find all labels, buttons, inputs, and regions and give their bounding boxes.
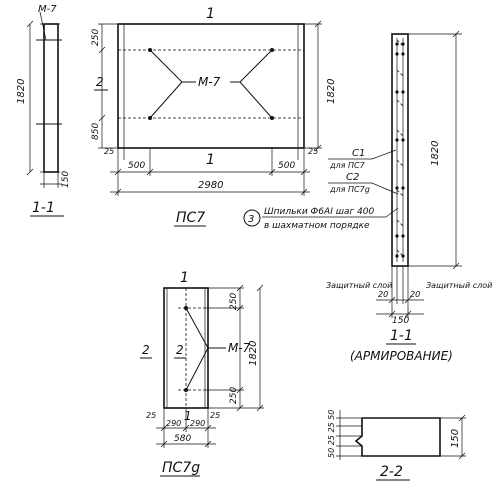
reinf-title: (АРМИРОВАНИЕ) xyxy=(350,349,453,363)
section-1-1-reinforcement: 1820 20 20 150 Защитный слой Защитный сл… xyxy=(326,30,492,363)
dim-25-g-left: 25 xyxy=(146,411,156,420)
title-pc7g: ПС7g xyxy=(162,460,200,476)
cover-right-label: Защитный слой xyxy=(426,281,492,290)
section-mark-top: 1 xyxy=(206,6,215,22)
mark-2-pc7: 2 xyxy=(96,75,104,89)
dim-250-top: 250 xyxy=(91,29,101,46)
section-mark-pc7g: 1 xyxy=(180,270,189,286)
reinforcement-notes: С1 для ПС7 С2 для ПС7g 3 Шпильки Ф6АI ша… xyxy=(243,148,399,231)
section-mark-pc7g-bottom: 1 xyxy=(184,409,192,423)
dim-250-g-top: 250 xyxy=(229,293,239,310)
panel-pc7g: М-7 1 1 2 2 250 1820 250 25 25 290 2 xyxy=(140,270,264,477)
dim-290-left: 290 xyxy=(166,419,181,428)
section-2-2: 50 25 25 50 150 2-2 xyxy=(327,410,466,481)
dim-25-left: 25 xyxy=(104,147,114,156)
dim-290-right: 290 xyxy=(190,419,205,428)
c2-note: для ПС7g xyxy=(329,185,370,194)
dim-500-right: 500 xyxy=(278,161,295,171)
cover-left-label: Защитный слой xyxy=(326,281,392,290)
dim-250-g-bot: 250 xyxy=(229,387,239,404)
section-1-1-small: М-7 1820 150 1-1 xyxy=(16,4,71,217)
panel-pc7: М-7 1 1 2 250 850 1820 25 25 500 50 xyxy=(91,6,337,227)
c1-label: С1 xyxy=(352,148,365,159)
dim-1820-reinf: 1820 xyxy=(430,141,441,166)
dim-20-right: 20 xyxy=(410,290,420,299)
section-1-1-label: 1-1 xyxy=(32,200,55,216)
m7-label-bottom: М-7 xyxy=(228,341,251,355)
dim-1820-pc7: 1820 xyxy=(326,79,337,104)
dim-150-left: 150 xyxy=(61,171,71,188)
section-2-2-label: 2-2 xyxy=(380,464,403,480)
dim-20-left: 20 xyxy=(378,290,388,299)
note-line-1: Шпильки Ф6АI шаг 400 xyxy=(264,207,374,217)
c2-label: С2 xyxy=(346,172,359,183)
m7-label-left: М-7 xyxy=(38,4,57,15)
mark-2-pc7g-mid: 2 xyxy=(176,343,184,357)
dim-2980: 2980 xyxy=(198,180,223,191)
dim-850: 850 xyxy=(91,123,101,140)
mark-2-pc7g-left: 2 xyxy=(142,343,150,357)
dim-25-right: 25 xyxy=(308,147,318,156)
dim-1820-left: 1820 xyxy=(16,79,27,104)
note-number: 3 xyxy=(248,214,254,225)
dim-500-left: 500 xyxy=(128,161,145,171)
dim-50-25-25-50: 50 25 25 50 xyxy=(327,410,336,458)
title-pc7: ПС7 xyxy=(176,210,205,226)
section-mark-bottom: 1 xyxy=(206,152,215,168)
c1-note: для ПС7 xyxy=(329,161,366,170)
dim-150-reinf: 150 xyxy=(392,316,409,326)
note-line-2: в шахматном порядке xyxy=(264,221,370,231)
section-1-1-reinf-label: 1-1 xyxy=(390,328,413,344)
m7-label-center: М-7 xyxy=(198,75,221,89)
dim-580: 580 xyxy=(174,434,191,444)
dim-1820-g: 1820 xyxy=(248,341,259,366)
dim-150-22: 150 xyxy=(450,429,461,448)
dim-25-g-right: 25 xyxy=(210,411,220,420)
